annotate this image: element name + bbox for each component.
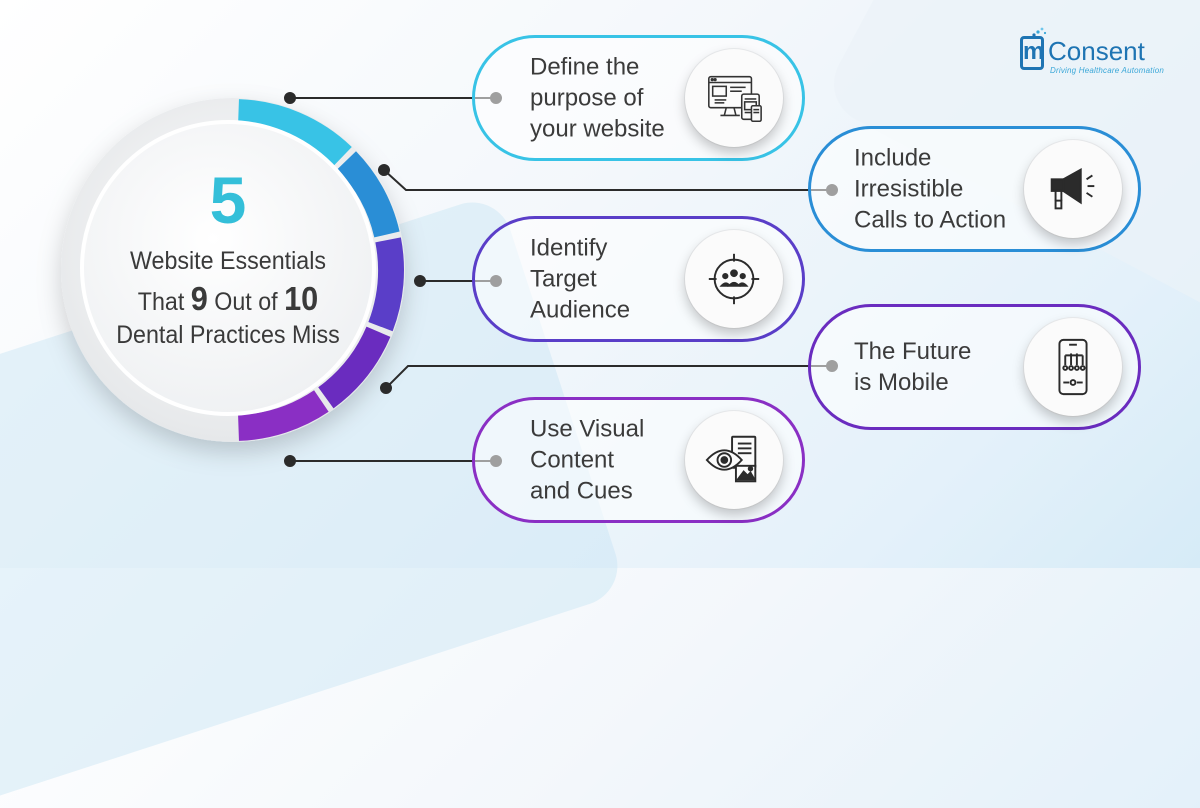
hub-stat-10: 10	[284, 280, 319, 317]
essential-label: Use Visual Content and Cues	[530, 415, 645, 505]
megaphone-icon	[1024, 140, 1122, 238]
connector-dot	[284, 92, 296, 104]
connector-dot	[284, 455, 296, 467]
hub-title-line-1: Website Essentials	[130, 247, 326, 275]
hub-title-line-2: That 9 Out of 10	[89, 280, 368, 321]
connector-dot	[380, 382, 392, 394]
hub-number: 5	[209, 163, 247, 237]
logo-tagline: Driving Healthcare Automation	[1050, 66, 1164, 75]
connector-line-2	[383, 169, 832, 191]
essential-label: Identify Target Audience	[530, 234, 631, 324]
visual-content-icon	[685, 411, 783, 509]
essential-card-2: Include Irresistible Calls to Action	[808, 126, 1141, 252]
essential-card-4: The Future is Mobile	[808, 304, 1141, 430]
essential-card-5: Use Visual Content and Cues	[472, 397, 805, 523]
hub-segment-1	[237, 99, 352, 166]
hub-segment-3	[368, 237, 404, 332]
connector-line-4	[385, 365, 832, 389]
mobile-phone-icon	[1024, 318, 1122, 416]
hub-segment-5	[237, 390, 329, 441]
essential-card-3: Identify Target Audience	[472, 216, 805, 342]
hub-text: That	[137, 288, 191, 316]
mconsent-logo: m Consent Driving Healthcare Automation	[1018, 27, 1168, 80]
website-layout-icon	[685, 49, 783, 147]
hub-diagram	[61, 92, 838, 467]
hub-segment-2	[337, 151, 400, 238]
essential-label: Define the purpose of your website	[530, 53, 665, 143]
hub-segment-4	[317, 326, 391, 409]
hub-title-line-3: Dental Practices Miss	[116, 321, 340, 349]
essential-label: The Future is Mobile	[854, 338, 972, 396]
connector-dot	[378, 164, 390, 176]
target-audience-icon	[685, 230, 783, 328]
logo-name: Consent	[1048, 36, 1145, 66]
connector-dot	[414, 275, 426, 287]
hub-stat-9: 9	[190, 280, 208, 317]
hub-text: Out of	[207, 288, 285, 316]
hub-inner-circle	[80, 120, 376, 416]
hub-segments	[237, 99, 404, 441]
essential-card-1: Define the purpose of your website	[472, 35, 805, 161]
essential-label: Include Irresistible Calls to Action	[854, 144, 1007, 234]
logo-dots-icon	[1032, 27, 1047, 37]
logo-m: m	[1020, 36, 1044, 70]
